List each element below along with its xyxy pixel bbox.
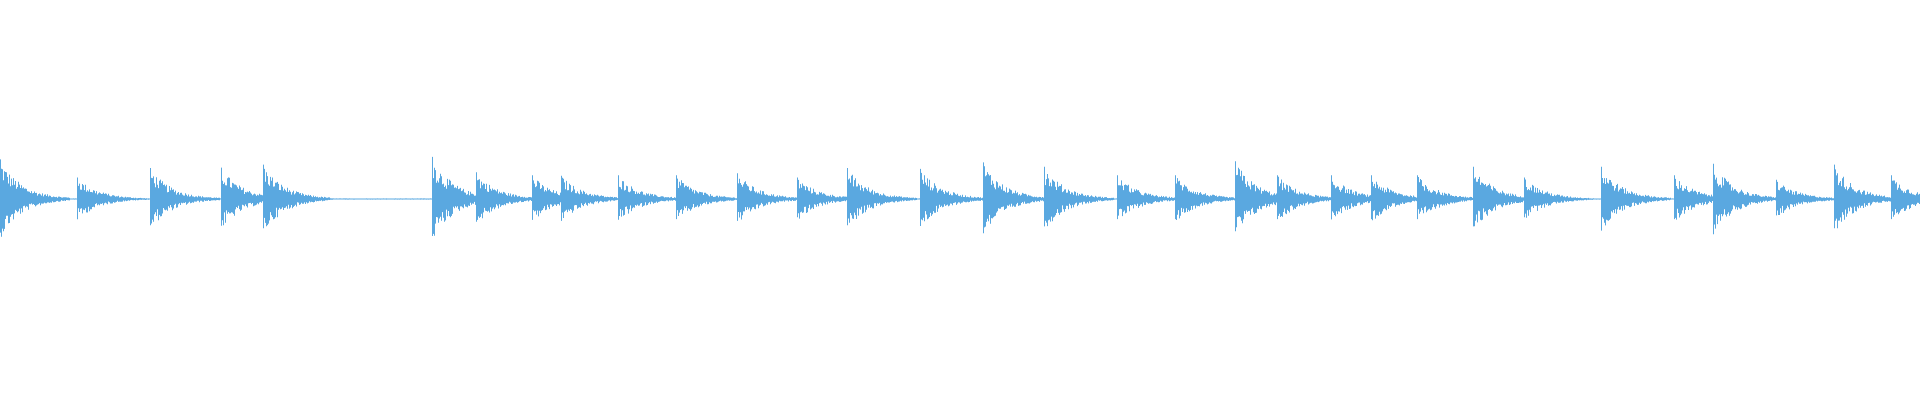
waveform-samples: [0, 166, 1920, 237]
